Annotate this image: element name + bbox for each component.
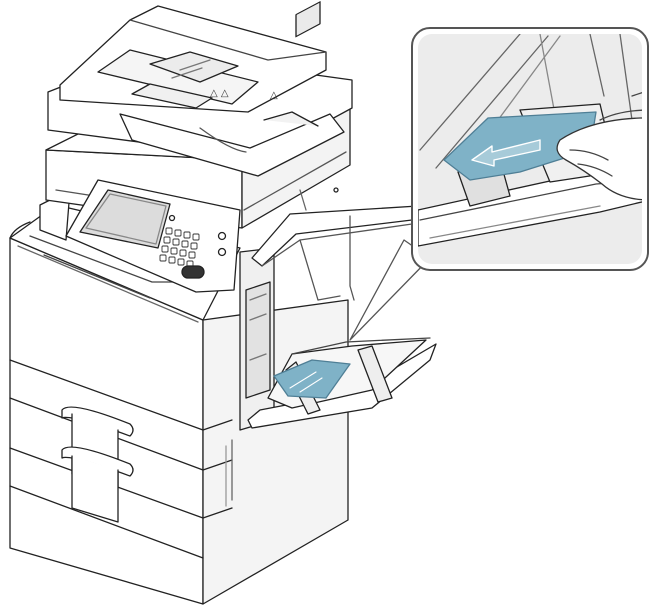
bypass-tray [247, 337, 437, 429]
keypad-key[interactable] [192, 233, 200, 241]
drawer-2-handle[interactable] [61, 446, 134, 523]
keypad-key[interactable] [170, 247, 178, 255]
body-details [225, 187, 339, 507]
keypad-key[interactable] [174, 229, 182, 237]
control-panel [65, 179, 241, 293]
zoom-inset [411, 27, 649, 271]
keypad-key[interactable] [168, 256, 176, 264]
jammed-paper [273, 359, 351, 399]
bypass-guide-right [357, 345, 393, 403]
keypad-key[interactable] [179, 249, 187, 257]
panel-button[interactable] [168, 214, 176, 222]
keypad-key[interactable] [183, 231, 191, 239]
hand [556, 117, 642, 201]
document-feeder: △ △ △ [47, 5, 353, 177]
keypad-key[interactable] [177, 258, 185, 266]
side-vent [295, 1, 321, 38]
keypad-key[interactable] [181, 240, 189, 248]
side-exit-tray [251, 205, 419, 267]
panel-button[interactable] [217, 231, 227, 241]
keypad-key[interactable] [163, 236, 171, 244]
keypad-key[interactable] [165, 227, 173, 235]
keypad-key[interactable] [190, 242, 198, 250]
pull-direction-arrow [471, 139, 541, 167]
keypad-key[interactable] [188, 251, 196, 259]
start-button[interactable] [181, 265, 205, 279]
adf-marks-2: △ [270, 90, 278, 101]
adf-marks-1: △ △ [210, 88, 229, 99]
paper-drawers [9, 359, 233, 559]
keypad-key[interactable] [161, 245, 169, 253]
panel-button[interactable] [217, 247, 227, 257]
keypad-key[interactable] [172, 238, 180, 246]
body-right-face [202, 299, 349, 605]
printer-body [9, 204, 349, 605]
keypad-key[interactable] [159, 254, 167, 262]
panel-keypad [159, 227, 200, 268]
